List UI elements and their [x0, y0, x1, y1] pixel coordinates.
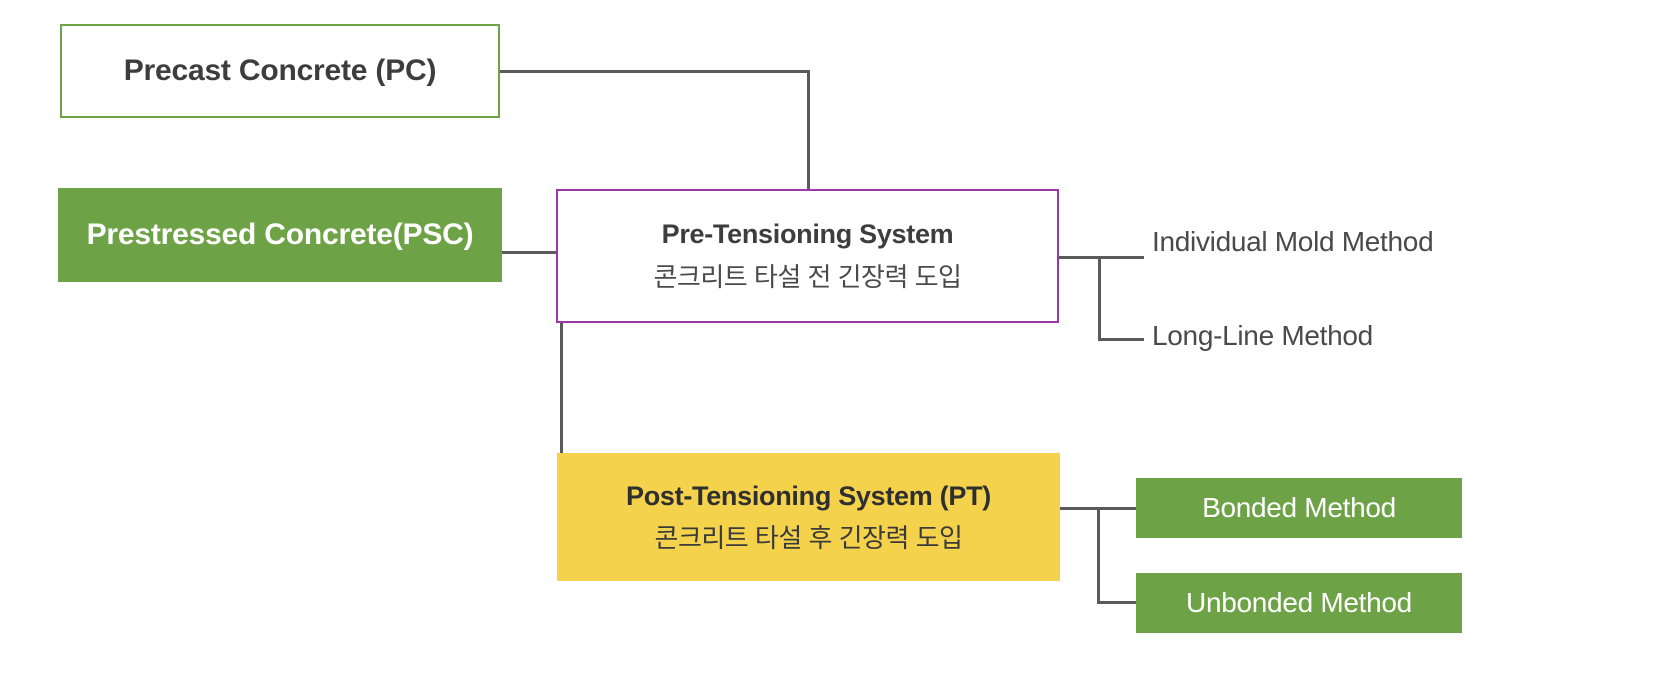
connector-psc-horizontal [502, 251, 560, 254]
node-post-tensioning-subtitle: 콘크리트 타설 후 긴장력 도입 [654, 522, 963, 553]
connector-individual-mold-horizontal [1098, 256, 1144, 259]
connector-unbonded-horizontal [1097, 601, 1139, 604]
node-pre-tensioning-subtitle: 콘크리트 타설 전 긴장력 도입 [653, 262, 962, 293]
connector-pre-stub-horizontal [1059, 256, 1100, 259]
node-precast-concrete-title: Precast Concrete (PC) [123, 54, 437, 88]
connector-bonded-horizontal [1097, 507, 1139, 510]
node-post-tensioning-title: Post-Tensioning System (PT) [626, 480, 991, 511]
connector-pre-bracket-vertical [1098, 256, 1101, 341]
leaf-individual-mold-method[interactable]: Individual Mold Method [1152, 226, 1434, 257]
node-prestressed-concrete[interactable]: Prestressed Concrete(PSC) [58, 188, 502, 282]
node-post-tensioning-system[interactable]: Post-Tensioning System (PT) 콘크리트 타설 후 긴장… [557, 453, 1060, 581]
node-precast-concrete[interactable]: Precast Concrete (PC) [60, 24, 500, 118]
node-pre-tensioning-system[interactable]: Pre-Tensioning System 콘크리트 타설 전 긴장력 도입 [556, 189, 1059, 323]
connector-pc-horizontal [500, 70, 810, 73]
connector-post-bracket-vertical [1097, 507, 1100, 604]
connector-pc-vertical [807, 70, 810, 191]
connector-post-stub-horizontal [1060, 507, 1100, 510]
connector-long-line-horizontal [1098, 338, 1144, 341]
leaf-unbonded-method[interactable]: Unbonded Method [1136, 573, 1462, 633]
leaf-long-line-method[interactable]: Long-Line Method [1152, 320, 1373, 351]
connector-psc-trunk-vertical [560, 251, 563, 519]
leaf-bonded-method[interactable]: Bonded Method [1136, 478, 1462, 538]
node-prestressed-concrete-title: Prestressed Concrete(PSC) [86, 218, 474, 252]
node-pre-tensioning-title: Pre-Tensioning System [661, 219, 954, 250]
